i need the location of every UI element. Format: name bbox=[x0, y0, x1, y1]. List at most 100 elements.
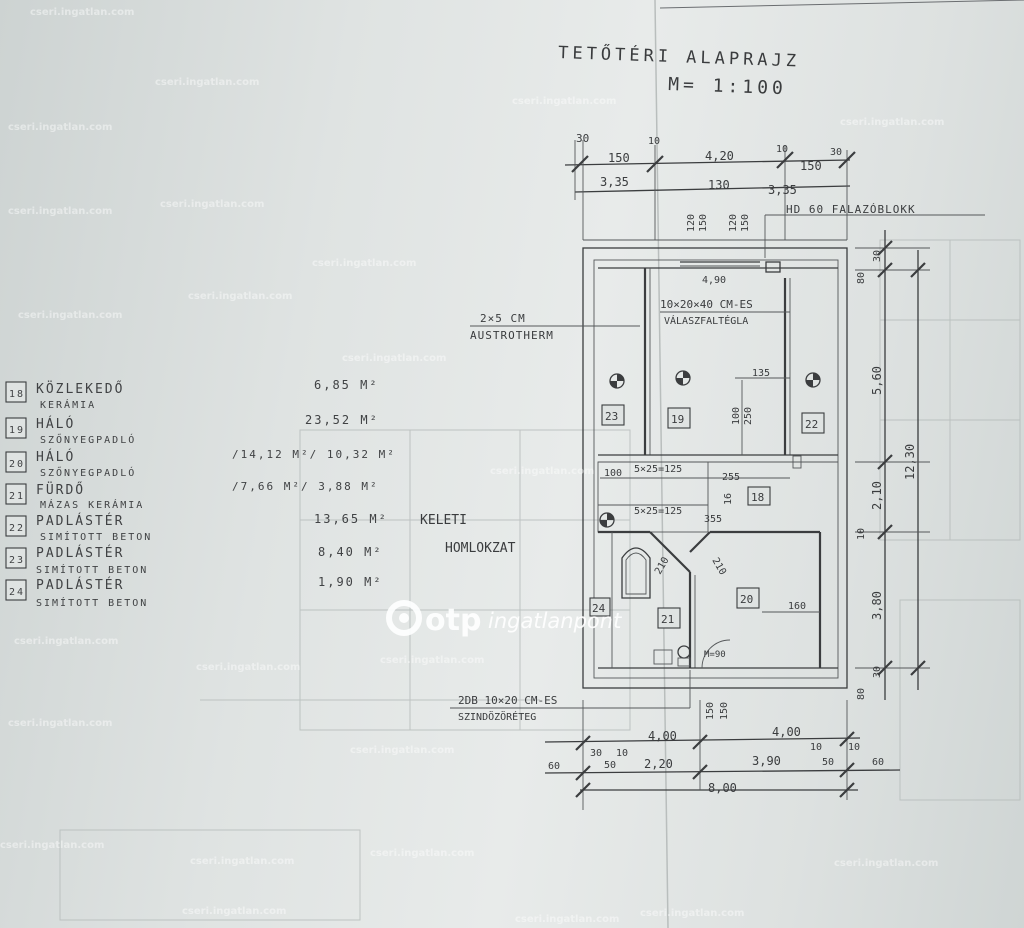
legend-material: MÁZAS KERÁMIA bbox=[40, 498, 144, 511]
room-tag bbox=[601, 404, 625, 426]
otp-ingatlanpont-logo: otp ingatlanpont bbox=[386, 600, 622, 638]
legend-row: 19 HÁLÓ SZŐNYEGPADLÓ 23,52 M² bbox=[5, 413, 379, 446]
dimension-label: 135 bbox=[752, 368, 770, 379]
legend-number: 19 bbox=[9, 425, 25, 436]
roof-window-icon bbox=[609, 373, 625, 389]
legend-room-name: KÖZLEKEDŐ bbox=[36, 380, 124, 397]
legend-room-name: HÁLÓ bbox=[36, 416, 75, 432]
watermark-text: cseri.ingatlan.com bbox=[350, 745, 454, 756]
dimension-label: 100 bbox=[604, 468, 622, 479]
dimension-label: 10 bbox=[616, 748, 628, 759]
dimension-label: 120 bbox=[728, 214, 739, 232]
watermark-text: cseri.ingatlan.com bbox=[840, 117, 944, 128]
legend-row: 23 PADLÁSTÉR SIMÍTOTT BETON 8,40 M² bbox=[5, 545, 381, 576]
room-tag-number: 19 bbox=[671, 413, 684, 426]
watermark-text: cseri.ingatlan.com bbox=[380, 655, 484, 666]
watermark-text: cseri.ingatlan.com bbox=[834, 858, 938, 869]
dimension-label: 2,20 bbox=[644, 757, 673, 771]
plan-scale: M= 1:100 bbox=[668, 74, 787, 99]
dimension-label: 3,80 bbox=[870, 591, 884, 620]
legend-area: 6,85 M² bbox=[314, 378, 379, 392]
washbasin-icon bbox=[653, 649, 673, 665]
bathtub-icon bbox=[621, 547, 651, 599]
wall-layer-label: 2DB 10×20 CM-ES bbox=[458, 694, 557, 707]
faded-text-homlokzat: HOMLOKZAT bbox=[445, 541, 516, 556]
roof-window-icon bbox=[675, 370, 691, 386]
dimension-label: 5,60 bbox=[870, 366, 884, 395]
top-dimensions: 30 150 10 4,20 10 150 30 3,35 130 3,35 1… bbox=[564, 132, 856, 286]
faded-text-keleti: KELETI bbox=[420, 513, 467, 528]
dimension-label: 150 bbox=[800, 159, 822, 173]
dimension-label: 10 bbox=[856, 528, 867, 540]
legend-room-name: PADLÁSTÉR bbox=[36, 577, 124, 593]
dimension-label: 3,35 bbox=[768, 183, 797, 197]
dimension-label: 120 bbox=[686, 214, 697, 232]
roof-window-icon bbox=[805, 372, 821, 388]
dimension-label: 160 bbox=[788, 601, 806, 612]
dimension-label: 80 bbox=[856, 272, 867, 284]
dimension-label: 10 bbox=[848, 742, 860, 753]
room-legend: 18 KÖZLEKEDŐ KERÁMIA 6,85 M² 19 HÁLÓ SZŐ… bbox=[5, 378, 396, 609]
dimension-label: 10 bbox=[776, 144, 788, 155]
otp-logo-icon bbox=[386, 600, 422, 636]
watermarks: cseri.ingatlan.com cseri.ingatlan.com cs… bbox=[0, 7, 944, 925]
room-tag-number: 20 bbox=[740, 593, 753, 606]
paper-edge-line bbox=[659, 0, 1024, 9]
insulation-label: 2×5 CM bbox=[480, 312, 526, 325]
plan-walls bbox=[582, 239, 848, 689]
insulation-label: AUSTROTHERM bbox=[470, 329, 554, 342]
legend-material: SZŐNYEGPADLÓ bbox=[40, 465, 136, 479]
door-swing-icon bbox=[701, 639, 731, 669]
room-tag bbox=[657, 607, 681, 629]
dimension-label: 355 bbox=[704, 514, 722, 525]
watermark-text: cseri.ingatlan.com bbox=[8, 718, 112, 729]
legend-area: 13,65 M² bbox=[314, 512, 388, 526]
legend-row: 21 FÜRDŐ MÁZAS KERÁMIA /7,66 M²/ 3,88 M² bbox=[5, 480, 377, 511]
watermark-text: cseri.ingatlan.com bbox=[188, 291, 292, 302]
legend-number: 23 bbox=[9, 555, 25, 566]
dimension-label: 16 bbox=[723, 493, 734, 505]
right-dimensions: 30 80 5,60 12,30 2,10 10 3,80 30 80 bbox=[855, 230, 930, 700]
dimension-label: 210 bbox=[653, 555, 672, 576]
dimension-label: 3,90 bbox=[752, 754, 781, 768]
watermark-text: cseri.ingatlan.com bbox=[640, 908, 744, 919]
paper-fold-line bbox=[654, 0, 669, 928]
room-tag bbox=[667, 407, 691, 429]
legend-room-name: PADLÁSTÉR bbox=[36, 545, 124, 561]
legend-area: 23,52 M² bbox=[305, 413, 379, 427]
dimension-label: 210 bbox=[709, 556, 728, 577]
toilet-icon bbox=[677, 645, 691, 659]
legend-number: 24 bbox=[9, 587, 25, 598]
chimney-label: HD 60 FALAZÓBLOKK bbox=[786, 203, 916, 216]
dimension-label: 80 bbox=[856, 688, 867, 700]
dimension-label: 150 bbox=[698, 214, 709, 232]
dimension-label: 60 bbox=[872, 757, 884, 768]
dimension-label: 30 bbox=[576, 132, 589, 145]
roof-window-symbols bbox=[599, 370, 821, 528]
watermark-text: cseri.ingatlan.com bbox=[370, 848, 474, 859]
watermark-text: cseri.ingatlan.com bbox=[14, 636, 118, 647]
dimension-label: 50 bbox=[604, 760, 616, 771]
watermark-text: cseri.ingatlan.com bbox=[18, 310, 122, 321]
legend-area: /14,12 M²/ 10,32 M² bbox=[232, 448, 396, 461]
room-tags: 23 19 22 18 24 21 20 bbox=[589, 404, 825, 629]
watermark-text: cseri.ingatlan.com bbox=[515, 914, 619, 925]
watermark-text: cseri.ingatlan.com bbox=[0, 840, 104, 851]
dimension-label: 4,00 bbox=[772, 725, 801, 739]
watermark-text: cseri.ingatlan.com bbox=[155, 77, 259, 88]
dimension-label: 30 bbox=[590, 748, 602, 759]
room-tag bbox=[801, 412, 825, 434]
room-tag-number: 23 bbox=[605, 410, 618, 423]
legend-row: 18 KÖZLEKEDŐ KERÁMIA 6,85 M² bbox=[5, 378, 379, 411]
partition-wall-label: VÁLASZFALTÉGLA bbox=[664, 314, 748, 327]
dimension-label: 150 bbox=[719, 702, 730, 720]
legend-row: 22 PADLÁSTÉR SIMÍTOTT BETON 13,65 M² bbox=[5, 512, 388, 543]
watermark-text: cseri.ingatlan.com bbox=[342, 353, 446, 364]
room-tag bbox=[736, 587, 760, 609]
logo-brand-text: otp bbox=[425, 603, 481, 638]
dimension-label: 4,20 bbox=[705, 149, 734, 163]
room-tag bbox=[747, 486, 771, 506]
legend-row: 20 HÁLÓ SZŐNYEGPADLÓ /14,12 M²/ 10,32 M² bbox=[5, 448, 396, 479]
dimension-label: 50 bbox=[822, 757, 834, 768]
